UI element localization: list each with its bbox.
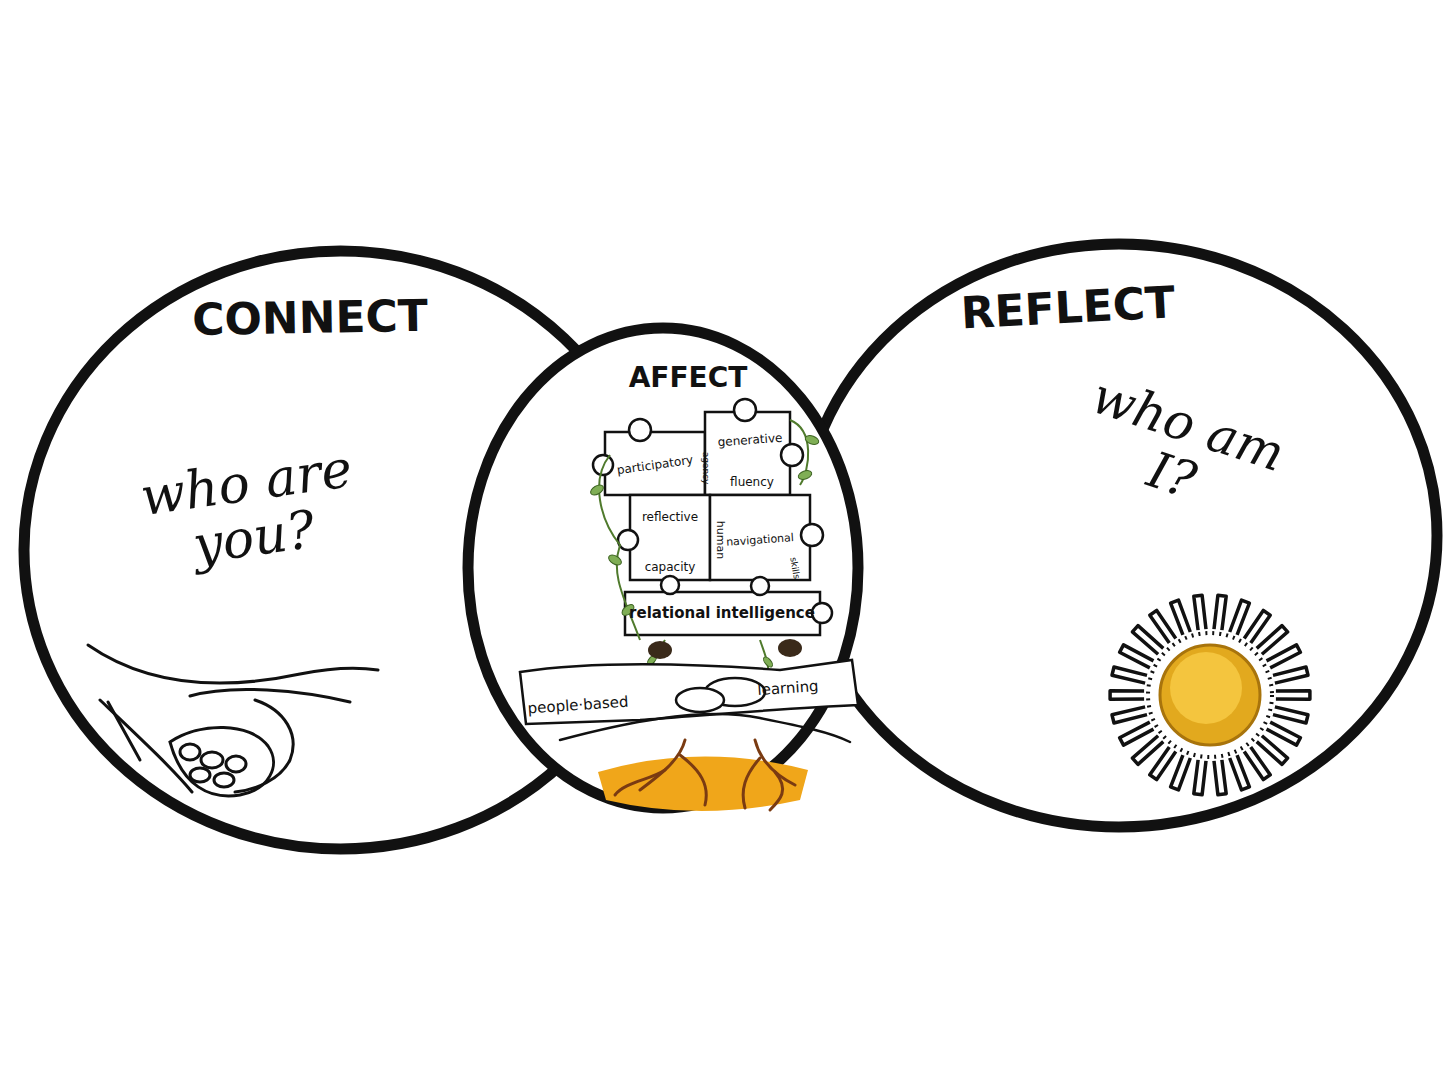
- sun-ray: [1267, 645, 1301, 668]
- sun-ray: [1267, 722, 1301, 745]
- sun-ray: [1171, 600, 1191, 635]
- puzzle-label: human: [714, 521, 727, 559]
- circle-heading: AFFECT: [588, 363, 788, 392]
- hand-label: people·based: [527, 693, 629, 718]
- sun-ray: [1257, 626, 1288, 655]
- hand-label: learning: [757, 677, 819, 699]
- sun-ray: [1150, 747, 1176, 780]
- sun-ray: [1244, 747, 1270, 780]
- sun-drawing: [1110, 595, 1310, 794]
- sun-ray: [1257, 736, 1288, 765]
- sun-ray: [1120, 645, 1154, 668]
- sun-ray: [1171, 755, 1191, 790]
- sun-ray: [1276, 691, 1310, 699]
- sun-ray: [1120, 722, 1154, 745]
- sun-ray: [1150, 610, 1176, 643]
- puzzle-label: participatory: [616, 453, 694, 478]
- puzzle-label: navigational: [726, 531, 795, 549]
- sun-ray: [1244, 610, 1270, 643]
- puzzle-label: skills: [788, 556, 802, 579]
- sun-ray: [1112, 667, 1147, 683]
- sun-ray: [1230, 755, 1250, 790]
- sun-ray: [1112, 707, 1147, 723]
- puzzle-label: fluency: [730, 475, 774, 489]
- sun-ray: [1230, 600, 1250, 635]
- puzzle-label: reflective: [642, 510, 698, 524]
- sun-ray: [1132, 626, 1163, 655]
- sun-ray: [1110, 691, 1144, 699]
- sun-ray: [1214, 595, 1226, 630]
- sun-ray: [1273, 667, 1308, 683]
- sun-ray: [1194, 595, 1206, 630]
- puzzle-label: relational intelligence: [629, 604, 815, 622]
- sun-ray: [1194, 760, 1206, 795]
- puzzle-label: agency: [701, 452, 711, 485]
- circle-heading: CONNECT: [130, 292, 491, 344]
- circle-heading: REFLECT: [887, 276, 1249, 341]
- circle-node: REFLECT who am I?: [795, 238, 1443, 833]
- sun-ray: [1273, 707, 1308, 723]
- puzzle-label: capacity: [645, 560, 696, 574]
- sun-ray: [1132, 736, 1163, 765]
- circle-question: who am I?: [1050, 363, 1311, 537]
- sun-ray: [1214, 760, 1226, 795]
- puzzle-label: generative: [717, 431, 783, 449]
- circle-question: who are you?: [129, 440, 372, 580]
